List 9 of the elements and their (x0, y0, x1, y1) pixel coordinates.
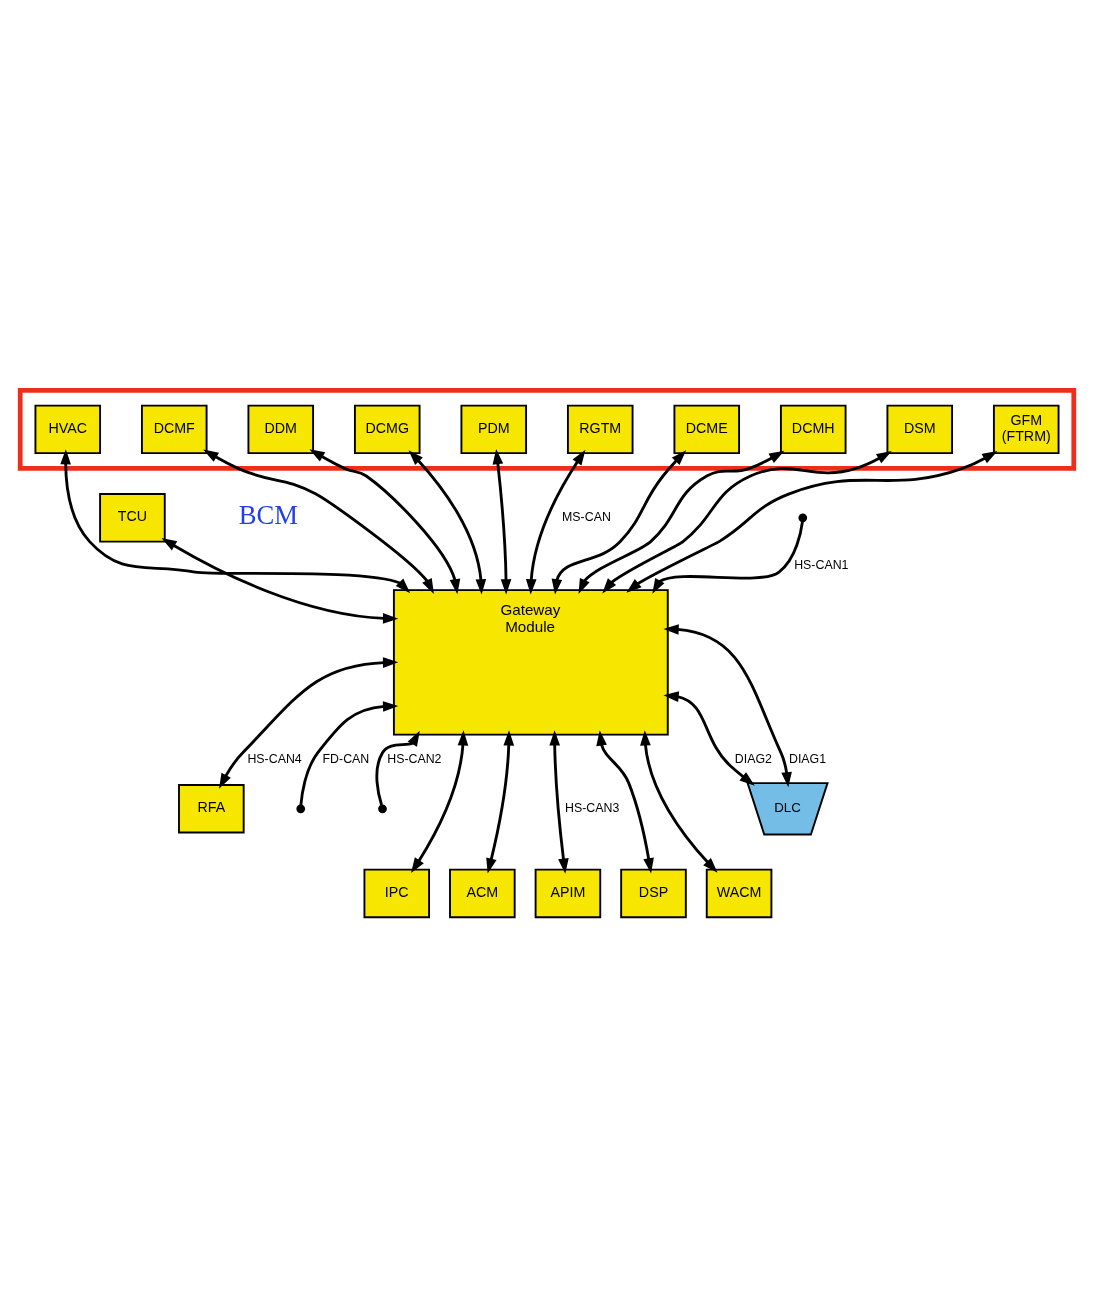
edge-label: HS-CAN2 (387, 751, 442, 766)
edge-label: DIAG1 (788, 751, 827, 766)
edge-label: HS-CAN1 (794, 557, 849, 572)
label: BCM (238, 500, 298, 531)
edge-label: HS-CAN4 (247, 751, 302, 766)
edge-label: DIAG2 (734, 751, 772, 766)
edge-label: HS-CAN3 (565, 801, 620, 816)
edge-label: FD-CAN (322, 751, 370, 766)
edge-label: MS-CAN (562, 510, 611, 525)
